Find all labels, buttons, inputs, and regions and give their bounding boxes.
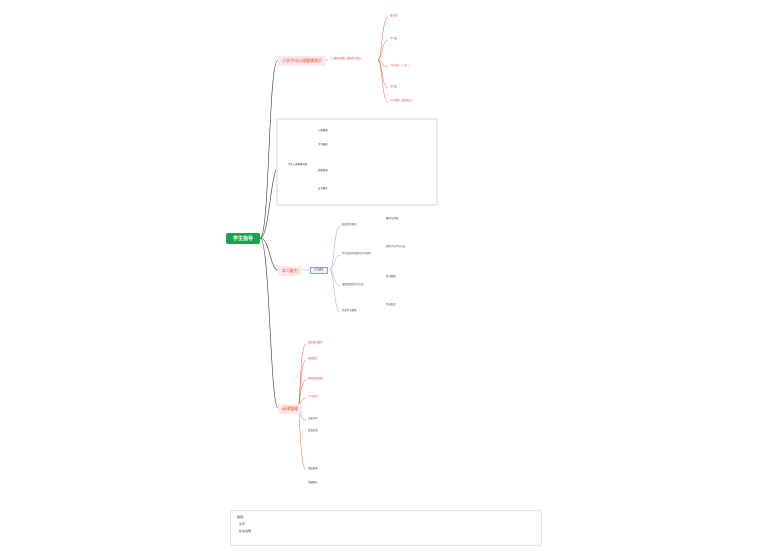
panel-item-4: 安全教育 [318, 187, 328, 190]
b3-item-3: 奖励表扬 [308, 467, 318, 470]
b3-group-4: 行为奖惩 [308, 395, 318, 398]
legend-title: 图例： [237, 515, 247, 519]
b3-item-1: 正面引导 [308, 417, 318, 420]
panel-title: 学生心理健康问题 [288, 163, 308, 166]
branch-label-2: 学习能力 [282, 268, 298, 273]
branch-node-3[interactable]: 纪律管理 [278, 404, 302, 414]
b2-detail-4: 作业批改 [386, 303, 396, 306]
branch-node-1[interactable]: 小学平均心理健康常识 [278, 56, 326, 66]
root-label: 学生指导 [232, 236, 253, 242]
b2-group-1: 知识的系统化 [342, 223, 357, 226]
b2-group-3: 课堂纪律的学习方法 [342, 283, 364, 286]
b2-center: 方法建议 [310, 267, 328, 274]
branch-label-3: 纪律管理 [282, 406, 298, 411]
b2-detail-3: 复习策略 [386, 275, 396, 278]
legend-item-2: 补充说明 [239, 529, 252, 533]
b1-item-2: 学习类 [390, 37, 398, 40]
b1-item-3: 人际关系（一对一） [390, 64, 412, 67]
b2-group-4: 作业学习策略 [342, 309, 357, 312]
b1-sub: 广泛解决问题，帮助孩子成长 [330, 57, 362, 60]
panel-item-3: 情绪管理 [318, 169, 328, 172]
b2-detail-1: 教材与资源 [386, 217, 398, 220]
branch-label-1: 小学平均心理健康常识 [282, 58, 322, 63]
b2-detail-2: 指导学生学习方法 [386, 245, 406, 248]
branch-node-2[interactable]: 学习能力 [278, 266, 302, 276]
b3-group-2: 班规制定 [308, 357, 318, 360]
b2-group-2: 学习任务的布置与学习习惯 [342, 252, 371, 255]
panel-item-1: 心理健康 [318, 129, 328, 132]
b1-item-5: 行为问题（偶尔发生） [390, 99, 414, 102]
b3-group-3: 课堂纪律管理 [308, 377, 323, 380]
root-node[interactable]: 学生指导 [226, 233, 260, 244]
b1-item-4: 生活类 [390, 85, 398, 88]
legend-box: 图例： 文字 补充说明 [230, 510, 542, 546]
b3-item-2: 监督反馈 [308, 429, 318, 432]
b3-group-1: 纪律规范教育 [308, 341, 323, 344]
embedded-diagram-panel: 学生心理健康问题 心理健康 学习困难 情绪管理 安全教育 [276, 118, 438, 206]
legend-item-1: 文字 [239, 522, 246, 526]
b1-item-1: 成长类 [390, 14, 398, 17]
b3-item-4: 沟通家长 [308, 481, 318, 484]
panel-item-2: 学习困难 [318, 143, 328, 146]
